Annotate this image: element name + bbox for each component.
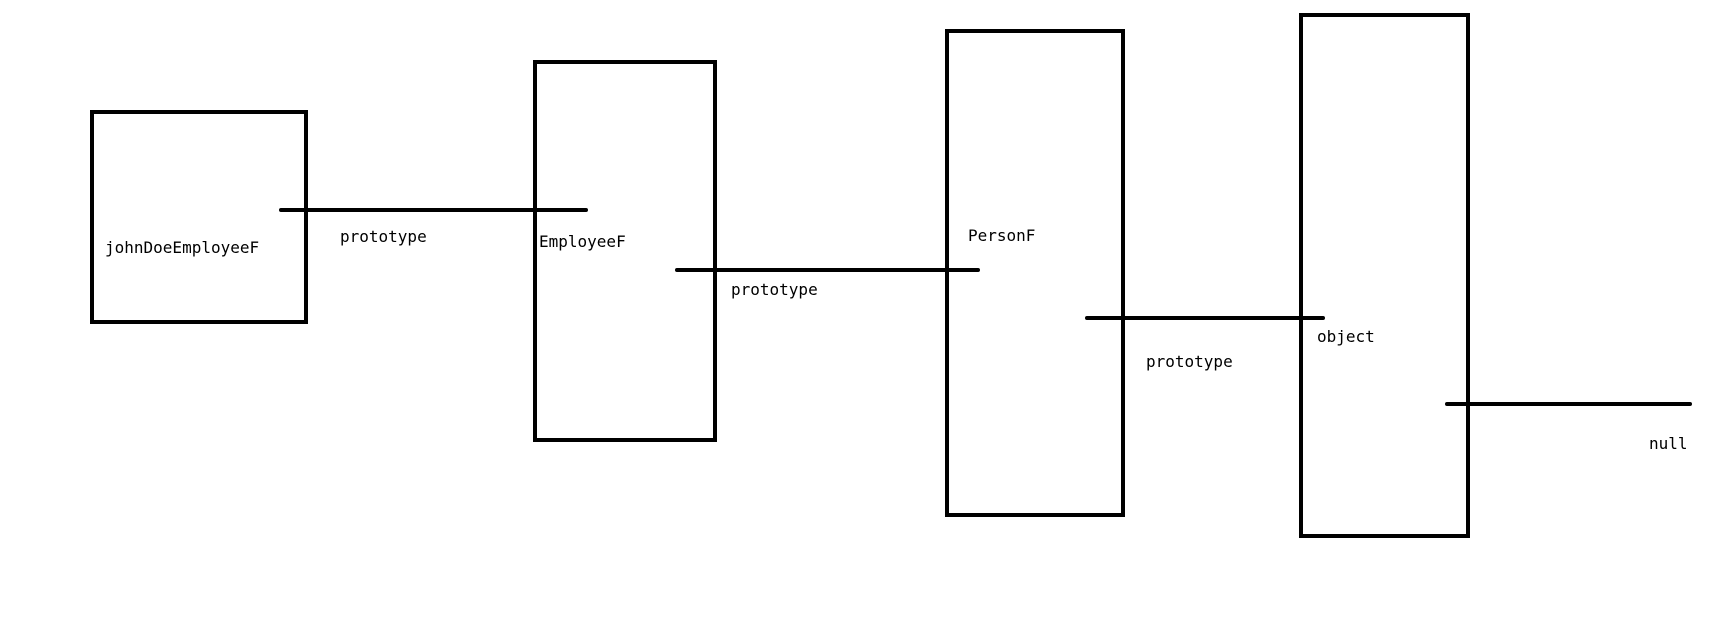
node-box-johndoeemployeef xyxy=(90,110,308,324)
node-label-employeef: EmployeeF xyxy=(539,232,626,251)
link-label-prototype-3: prototype xyxy=(1146,352,1233,371)
terminal-label-null: null xyxy=(1649,434,1688,453)
node-label-johndoeemployeef: johnDoeEmployeeF xyxy=(105,238,259,257)
node-label-personf: PersonF xyxy=(968,226,1035,245)
node-box-personf xyxy=(945,29,1125,517)
node-box-employeef xyxy=(533,60,717,442)
link-label-prototype-1: prototype xyxy=(340,227,427,246)
node-box-object xyxy=(1299,13,1470,538)
node-label-object: object xyxy=(1317,327,1375,346)
link-label-prototype-2: prototype xyxy=(731,280,818,299)
